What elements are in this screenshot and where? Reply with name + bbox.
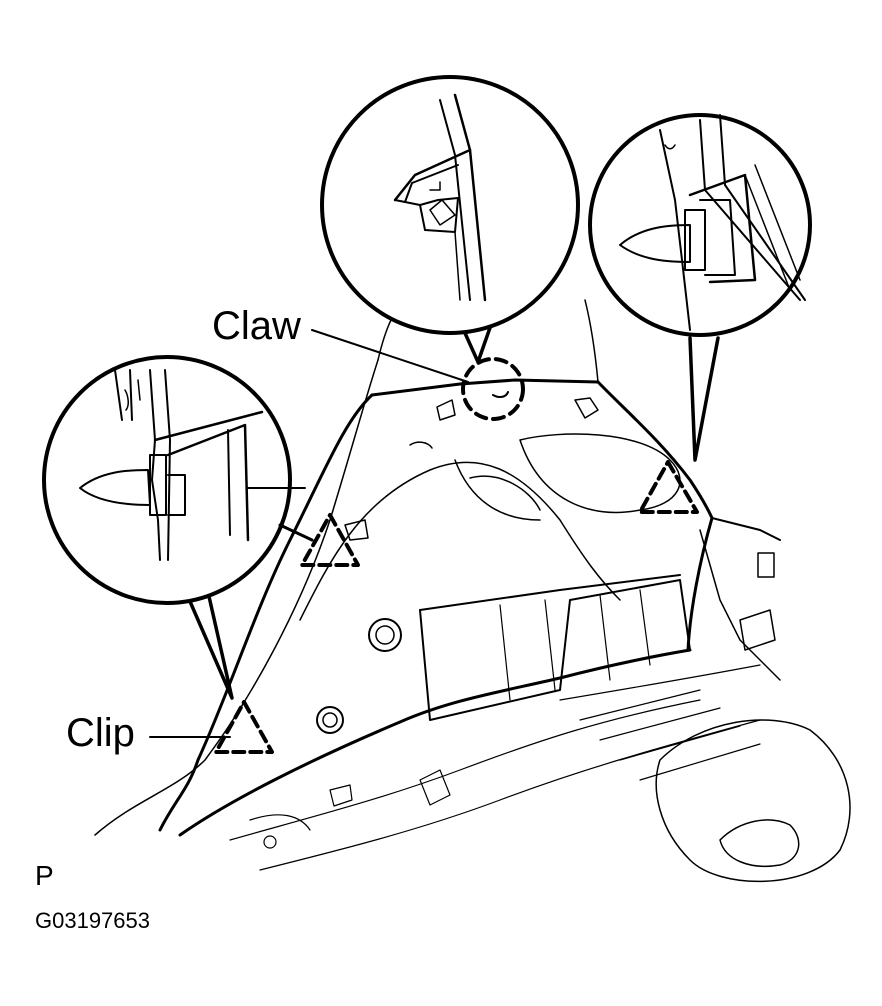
clip-marker-left-lower [214,700,274,754]
callout-leaders [149,329,469,738]
view-letter: P [35,860,54,891]
claw-marker [461,357,525,421]
quarter-panel-body [94,289,851,883]
figure-code: G03197653 [35,908,150,933]
detail-view-claw [320,75,580,364]
claw-callout-label: Claw [212,304,301,348]
detail-view-right-clip [588,113,812,462]
clip-marker-right [638,460,699,514]
clip-callout-label: Clip [66,711,135,755]
clip-marker-left-upper [300,513,360,567]
detail-view-left-clip [42,355,314,700]
